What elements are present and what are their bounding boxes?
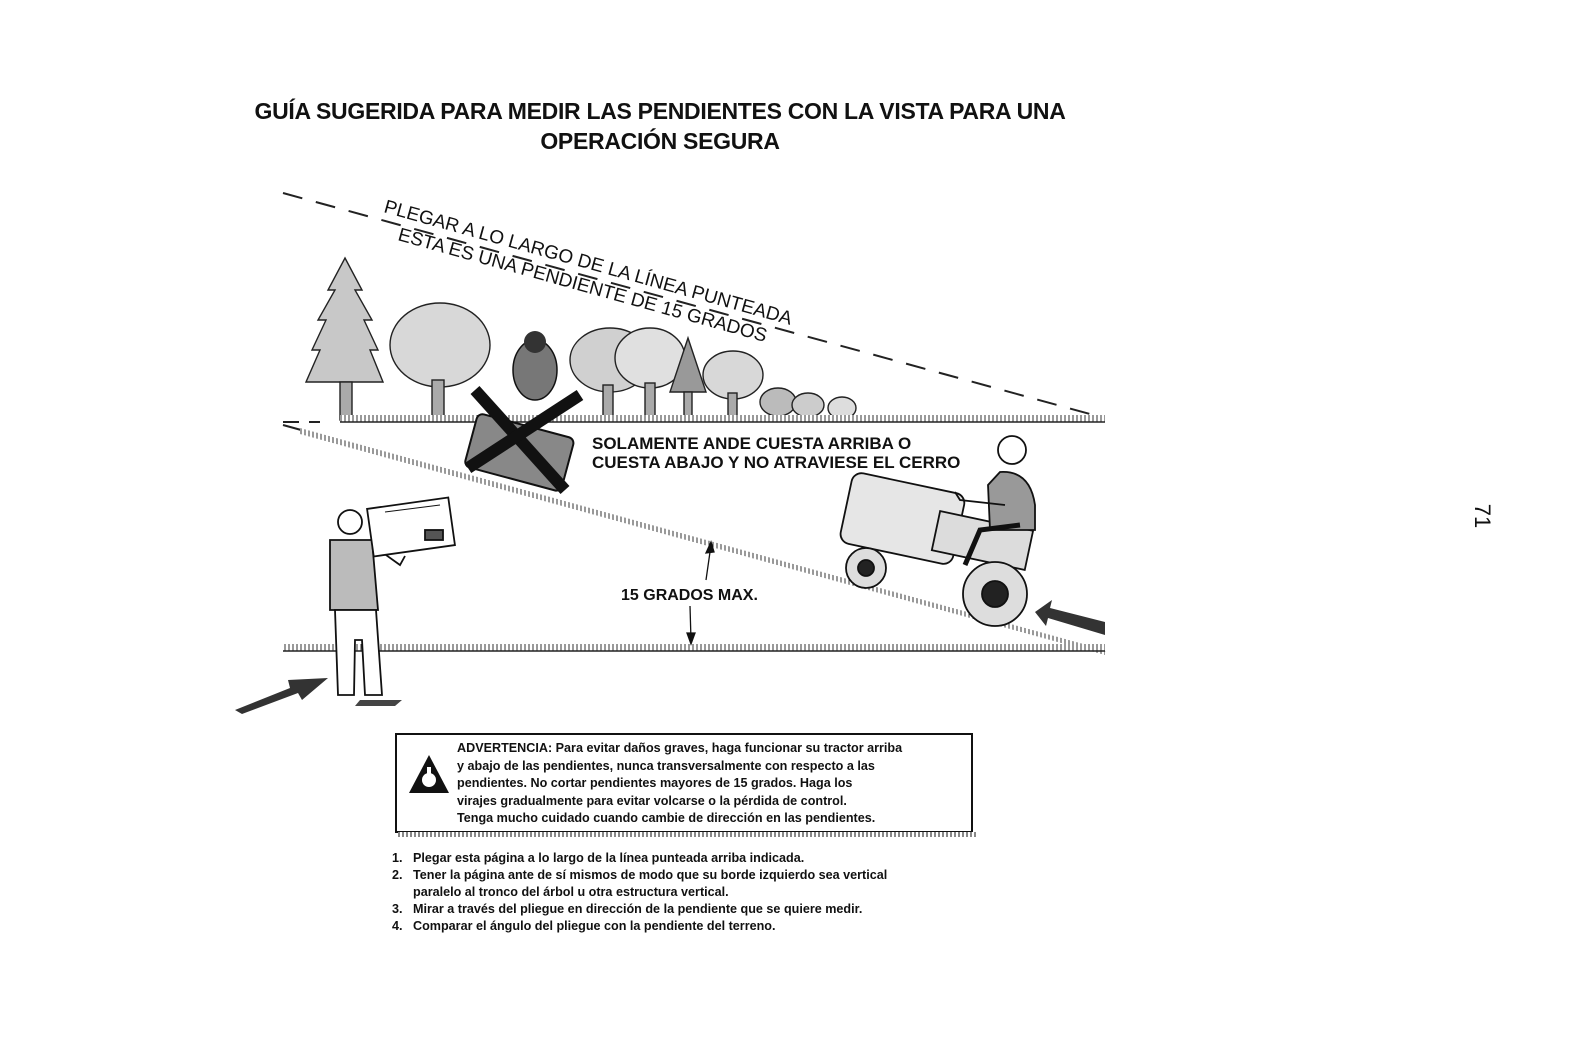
instruction-item: 2. Tener la página ante de sí mismos de … xyxy=(392,867,992,901)
warning-line: ADVERTENCIA: Para evitar daños graves, h… xyxy=(457,740,967,758)
warning-line: pendientes. No cortar pendientes mayores… xyxy=(457,775,967,793)
uphill-arrow xyxy=(1035,600,1105,635)
warning-text: ADVERTENCIA: Para evitar daños graves, h… xyxy=(457,740,967,828)
angle-label: 15 GRADOS MAX. xyxy=(621,587,758,604)
person-holding-page xyxy=(330,498,455,695)
instruction-number: 2. xyxy=(392,867,403,884)
instruction-number: 4. xyxy=(392,918,403,935)
flat-ground-line xyxy=(283,644,1105,651)
instruction-number: 3. xyxy=(392,901,403,918)
instruction-text: Plegar esta página a lo largo de la líne… xyxy=(413,850,992,867)
warning-box: ADVERTENCIA: Para evitar daños graves, h… xyxy=(395,733,973,833)
instruction-text: paralelo al tronco del árbol u otra estr… xyxy=(413,884,992,901)
instruction-text: Comparar el ángulo del pliegue con la pe… xyxy=(413,918,992,935)
horizon-ground xyxy=(340,415,1105,422)
instruction-caption-line-1: SOLAMENTE ANDE CUESTA ARRIBA O xyxy=(592,434,911,453)
instruction-list: 1. Plegar esta página a lo largo de la l… xyxy=(392,850,992,935)
warning-line: y abajo de las pendientes, nunca transve… xyxy=(457,758,967,776)
instruction-caption-line-2: CUESTA ABAJO Y NO ATRAVIESE EL CERRO xyxy=(592,453,960,472)
instruction-text: Mirar a través del pliegue en dirección … xyxy=(413,901,992,918)
warning-icon xyxy=(407,753,451,795)
warning-line: virajes gradualmente para evitar volcars… xyxy=(457,793,967,811)
instruction-item: 4. Comparar el ángulo del pliegue con la… xyxy=(392,918,992,935)
instruction-item: 1. Plegar esta página a lo largo de la l… xyxy=(392,850,992,867)
instruction-text: Tener la página ante de sí mismos de mod… xyxy=(413,867,992,884)
warning-box-shadow xyxy=(398,832,976,837)
instruction-item: 3. Mirar a través del pliegue en direcci… xyxy=(392,901,992,918)
instruction-number: 1. xyxy=(392,850,403,867)
forward-arrow xyxy=(235,678,328,714)
warning-line: Tenga mucho cuidado cuando cambie de dir… xyxy=(457,810,967,828)
